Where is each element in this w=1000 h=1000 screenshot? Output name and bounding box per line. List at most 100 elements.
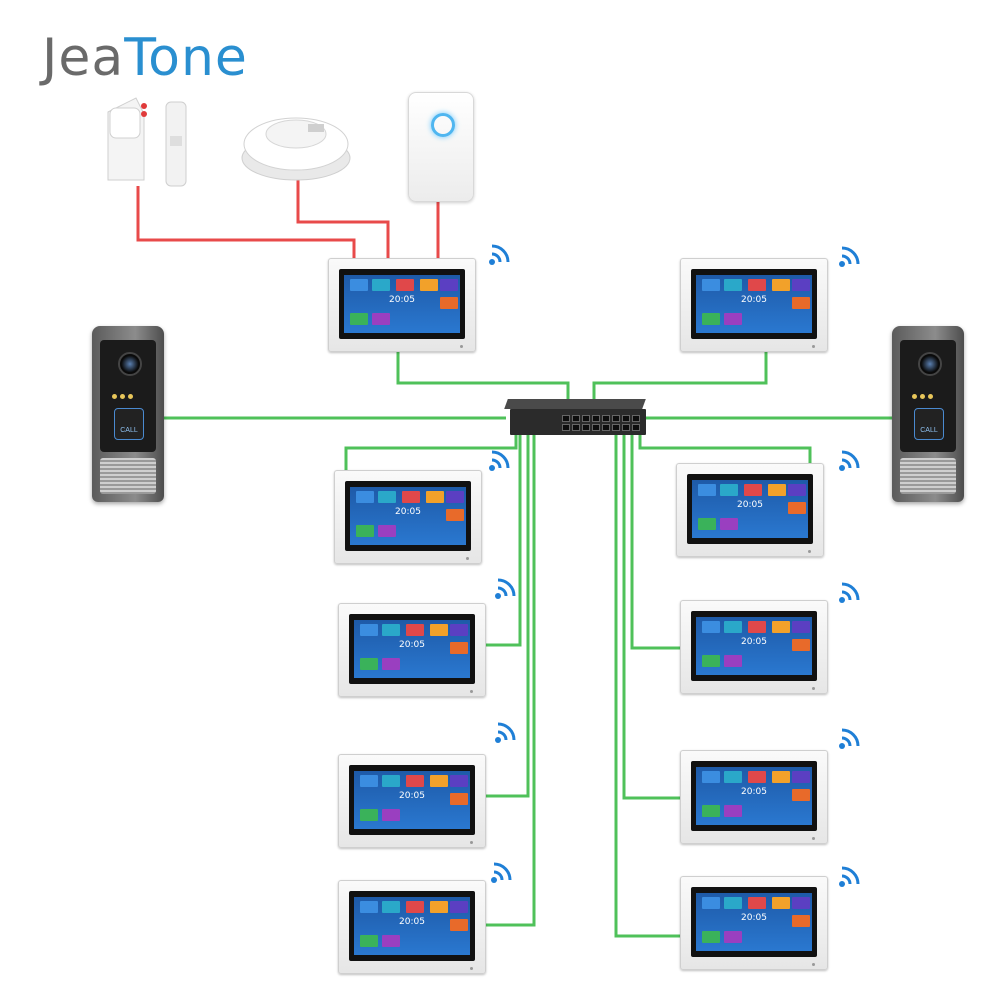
call-button-label: CALL: [120, 427, 138, 434]
monitor-mic: [470, 967, 473, 970]
menu-tile: [792, 621, 810, 633]
switch-body: [510, 409, 646, 435]
menu-tile: [702, 621, 720, 633]
menu-tile: [382, 935, 400, 947]
monitor-buttons: [733, 467, 763, 480]
menu-tile: [792, 915, 810, 927]
menu-tile: [792, 771, 810, 783]
camera-lens-icon: [118, 352, 142, 376]
menu-tile: [446, 509, 464, 521]
menu-tile: [724, 805, 742, 817]
monitor-mic: [812, 963, 815, 966]
switch-port: [582, 415, 590, 422]
menu-tile: [406, 901, 424, 913]
menu-tile: [430, 775, 448, 787]
network-wires: [164, 352, 892, 938]
wifi-icon: [491, 862, 512, 883]
menu-tile: [420, 279, 438, 291]
indoor-monitor: 20:05: [680, 600, 828, 694]
menu-tile: [382, 775, 400, 787]
indoor-monitor: 20:05: [338, 754, 486, 848]
menu-tile: [356, 491, 374, 503]
switch-port: [612, 415, 620, 422]
menu-tile: [372, 279, 390, 291]
menu-tile: [440, 297, 458, 309]
monitor-screen: 20:05: [354, 771, 470, 829]
switch-port: [602, 424, 610, 431]
monitor-buttons: [395, 758, 425, 771]
speaker-grille: [100, 458, 156, 494]
menu-tile: [396, 279, 414, 291]
monitor-screen: 20:05: [696, 767, 812, 825]
brand-name-part1: Jea: [42, 28, 125, 88]
call-button[interactable]: CALL: [914, 408, 944, 440]
menu-tile: [788, 502, 806, 514]
wire-monitor-8: [622, 434, 680, 800]
monitor-screen: 20:05: [350, 487, 466, 545]
wire-monitor-7: [484, 434, 530, 798]
monitor-clock: 20:05: [389, 295, 415, 305]
wire-door-sensor: [136, 186, 356, 258]
wire-monitor-6: [630, 434, 680, 650]
wifi-icon: [839, 728, 860, 749]
menu-tile: [792, 297, 810, 309]
menu-tile: [450, 775, 468, 787]
menu-tile: [702, 279, 720, 291]
monitor-buttons: [385, 262, 415, 275]
menu-tile: [450, 624, 468, 636]
menu-tile: [792, 279, 810, 291]
indoor-monitor: 20:05: [680, 876, 828, 970]
switch-port: [572, 415, 580, 422]
monitor-clock: 20:05: [741, 637, 767, 647]
menu-tile: [360, 775, 378, 787]
doorbell-right: CALL: [892, 326, 964, 502]
switch-port: [592, 424, 600, 431]
monitor-buttons: [395, 607, 425, 620]
menu-tile: [450, 793, 468, 805]
wifi-icon: [839, 450, 860, 471]
menu-tile: [768, 484, 786, 496]
menu-tile: [748, 771, 766, 783]
wifi-icon: [495, 722, 516, 743]
monitor-mic: [470, 690, 473, 693]
monitor-buttons: [391, 474, 421, 487]
menu-tile: [372, 313, 390, 325]
menu-tile: [382, 624, 400, 636]
switch-port: [612, 424, 620, 431]
switch-port: [562, 424, 570, 431]
menu-tile: [350, 279, 368, 291]
wifi-icon: [489, 450, 510, 471]
wireless-repeater-icon: [408, 92, 474, 202]
network-switch-icon: [504, 399, 646, 435]
monitor-screen: 20:05: [696, 617, 812, 675]
monitor-screen: 20:05: [354, 620, 470, 678]
menu-tile: [792, 789, 810, 801]
switch-port: [562, 415, 570, 422]
monitor-mic: [460, 345, 463, 348]
wifi-icon: [489, 244, 510, 265]
switch-port: [622, 415, 630, 422]
brand-logo: JeaTone: [42, 28, 248, 88]
menu-tile: [406, 624, 424, 636]
menu-tile: [748, 279, 766, 291]
call-button-label: CALL: [920, 427, 938, 434]
monitor-clock: 20:05: [399, 917, 425, 927]
menu-tile: [748, 897, 766, 909]
wifi-icon: [495, 578, 516, 599]
menu-tile: [356, 525, 374, 537]
monitor-mic: [470, 841, 473, 844]
doorbell-left: CALL: [92, 326, 164, 502]
menu-tile: [382, 658, 400, 670]
smoke-detector-icon: [241, 117, 351, 181]
menu-tile: [702, 805, 720, 817]
monitor-clock: 20:05: [395, 507, 421, 517]
monitor-buttons: [737, 604, 767, 617]
monitor-buttons: [737, 262, 767, 275]
menu-tile: [446, 491, 464, 503]
led-indicators: [112, 386, 136, 404]
call-button[interactable]: CALL: [114, 408, 144, 440]
menu-tile: [772, 279, 790, 291]
switch-port: [592, 415, 600, 422]
